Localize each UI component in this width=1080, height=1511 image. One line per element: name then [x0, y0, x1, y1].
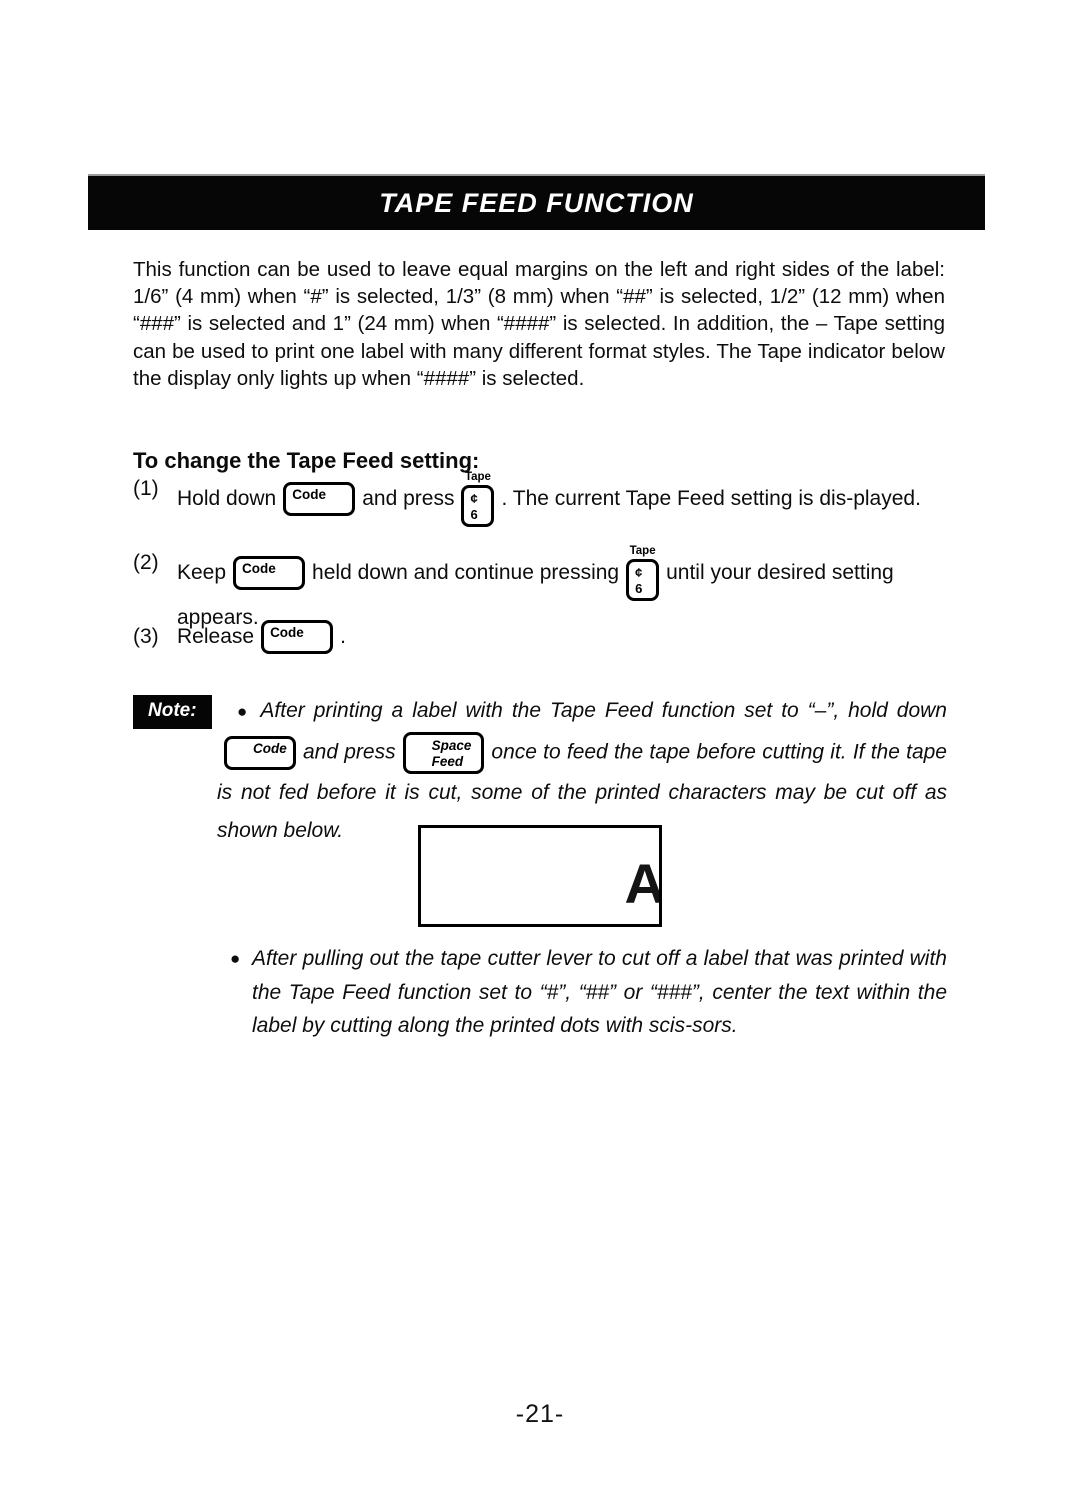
- bullet-icon: ●: [237, 702, 251, 721]
- step-number: (2): [133, 551, 159, 574]
- step-text-segment: Hold down: [177, 486, 277, 510]
- step-number: (3): [133, 625, 159, 648]
- code-key: Code: [283, 482, 356, 517]
- step-1: (1) Hold down Code and press Tape ¢6 . The cu…: [133, 471, 947, 527]
- tape-key-top-label: Tape: [629, 545, 656, 557]
- step-text: Hold down Code and press Tape ¢6 . The curren…: [177, 471, 947, 527]
- code-key: Code: [233, 556, 306, 591]
- tape-key: Tape ¢6: [626, 545, 660, 601]
- code-key: Code: [261, 620, 334, 655]
- tape-key-top-label: Tape: [464, 471, 491, 483]
- clipped-letter: A: [624, 852, 662, 915]
- step-text-segment: .: [340, 625, 346, 648]
- note-badge: Note:: [133, 695, 212, 729]
- step-text-segment: Keep: [177, 560, 227, 584]
- note-text-segment: After printing a label with the Tape Fee…: [260, 699, 947, 722]
- section-title: TAPE FEED FUNCTION: [379, 187, 694, 218]
- code-key: Code: [224, 735, 296, 770]
- page-number: -21-: [515, 1400, 565, 1428]
- subheading: To change the Tape Feed setting:: [133, 448, 480, 473]
- note-bullet-1: ● After printing a label with the Tape Fe…: [217, 692, 947, 851]
- space-feed-key-line1: Space: [431, 737, 472, 753]
- code-key-label: Code: [270, 625, 304, 641]
- code-key-label: Code: [242, 561, 276, 577]
- intro-paragraph: This function can be used to leave equal…: [133, 258, 945, 390]
- step-text: Release Code.: [177, 620, 947, 655]
- tape-key: Tape ¢6: [461, 471, 495, 527]
- tape-key-digit: 6: [470, 506, 478, 522]
- space-feed-key-line2: Feed: [431, 753, 464, 769]
- label-figure-box: A: [418, 825, 662, 927]
- note-bullet-2: ● After pulling out the tape cutter leve…: [230, 942, 947, 1043]
- step-text-segment: until your desired setting appears.: [177, 560, 894, 629]
- note-text-segment: and press: [303, 740, 396, 764]
- step-number: (1): [133, 477, 159, 500]
- step-text-segment: and press: [362, 486, 455, 510]
- tape-key-symbol: ¢: [635, 564, 643, 580]
- note-text-segment: After pulling out the tape cutter lever …: [252, 947, 947, 1037]
- code-key-label: Code: [253, 740, 287, 756]
- step-text-segment: held down and continue pressing: [312, 560, 620, 584]
- step-2: (2) Keep Code held down and continue press…: [133, 545, 947, 635]
- section-header-bar: TAPE FEED FUNCTION: [88, 176, 985, 230]
- tape-key-symbol: ¢: [470, 490, 478, 506]
- step-text-segment: . The current Tape Feed setting is dis-p…: [501, 486, 921, 510]
- step-3: (3) Release Code.: [133, 620, 947, 655]
- step-text-segment: Release: [177, 625, 255, 648]
- code-key-label: Code: [292, 487, 326, 503]
- note-text-segment: once to feed the tape before cutting it.…: [217, 740, 947, 842]
- tape-key-digit: 6: [635, 580, 643, 596]
- bullet-icon: ●: [230, 949, 241, 968]
